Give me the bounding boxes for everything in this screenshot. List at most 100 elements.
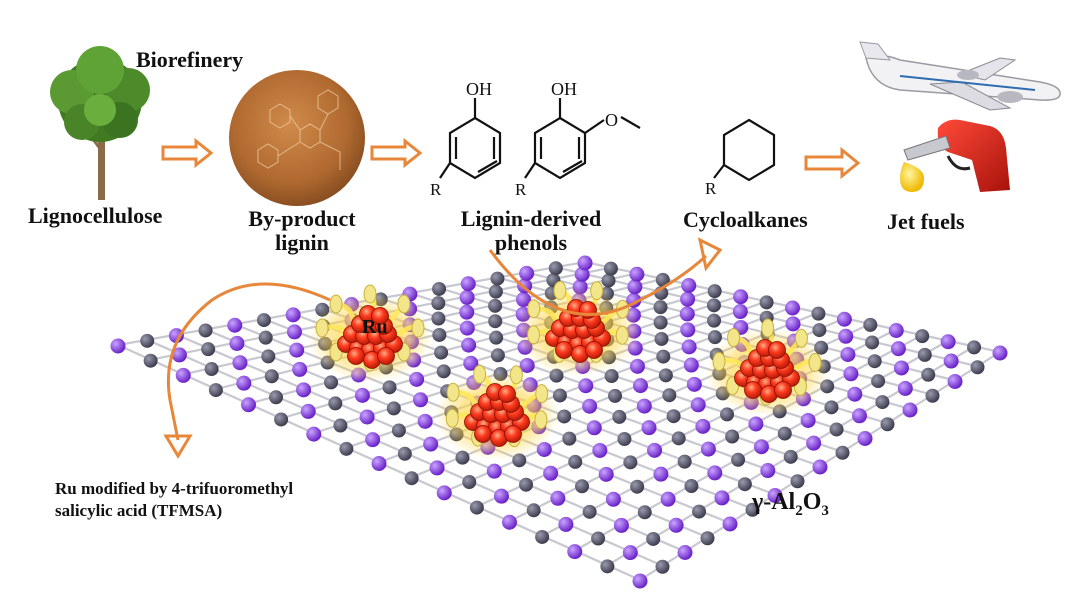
biorefinery-label: Biorefinery xyxy=(136,47,244,72)
ru-atom xyxy=(768,341,786,359)
o-atom xyxy=(397,446,412,461)
al-atom xyxy=(365,432,381,448)
o-atom xyxy=(258,330,273,345)
al-atom xyxy=(700,441,716,457)
o-atom xyxy=(677,454,692,469)
curve-arrowhead-right xyxy=(697,237,723,272)
o-atom xyxy=(646,531,661,546)
o-atom xyxy=(490,271,505,286)
al-atom xyxy=(668,517,684,533)
o-atom xyxy=(655,559,670,574)
o-atom xyxy=(835,445,850,460)
al-atom xyxy=(622,545,638,561)
airplane-icon xyxy=(859,41,1061,111)
o-atom xyxy=(382,380,397,395)
al-atom xyxy=(732,304,748,320)
jet-fuels-label: Jet fuels xyxy=(887,209,965,234)
al-atom xyxy=(653,466,669,482)
ru-modifier-label: Ru modified by 4-trifuoromethyl salicyli… xyxy=(55,478,293,522)
o-atom xyxy=(264,369,279,384)
o-atom xyxy=(720,407,735,422)
al-atom xyxy=(888,323,904,338)
o-atom xyxy=(274,412,289,427)
o-atom xyxy=(925,388,940,403)
support-sub1: 2 xyxy=(795,502,803,519)
al-atom xyxy=(502,514,517,530)
al-atom xyxy=(722,516,738,532)
o-atom xyxy=(143,353,158,368)
o-atom xyxy=(198,323,213,338)
o-atom xyxy=(867,354,882,369)
o-atom xyxy=(208,383,223,398)
support-formula-label: γ-Al2O3 xyxy=(752,489,829,520)
phenol-structure xyxy=(439,98,502,180)
byproduct-line2: lignin xyxy=(275,230,329,255)
o-atom xyxy=(526,503,541,518)
al-atom xyxy=(110,338,126,354)
al-atom xyxy=(627,279,643,295)
o-atom xyxy=(671,431,686,446)
ligand-tip xyxy=(527,299,541,319)
al-atom xyxy=(171,347,187,363)
al-atom xyxy=(893,360,909,376)
o-atom xyxy=(269,390,284,405)
ru-atom xyxy=(744,381,762,399)
o-atom xyxy=(582,504,597,519)
o-atom xyxy=(658,368,673,383)
o-atom xyxy=(662,388,677,403)
o-atom xyxy=(575,479,590,494)
ligand-tip xyxy=(363,284,377,304)
phenol-oh-label: OH xyxy=(466,79,492,99)
arrow-1 xyxy=(161,137,214,169)
al-atom xyxy=(227,317,243,333)
o-atom xyxy=(432,281,447,296)
al-atom xyxy=(543,465,559,481)
phenol-r-label: R xyxy=(430,180,442,199)
modifier-line2: salicylic acid (TFMSA) xyxy=(55,501,223,520)
o-atom xyxy=(591,531,606,546)
ligand-tip xyxy=(535,384,549,404)
al-atom xyxy=(515,292,531,308)
al-atom xyxy=(890,341,906,357)
ligand-tip xyxy=(397,294,411,314)
ligand-tip xyxy=(794,328,808,348)
o-atom xyxy=(654,331,669,346)
ru-atom xyxy=(498,385,516,403)
o-atom xyxy=(261,349,276,364)
o-atom xyxy=(783,449,798,464)
o-atom xyxy=(339,441,354,456)
al-atom xyxy=(681,278,697,293)
arrow-2 xyxy=(370,137,423,169)
al-atom xyxy=(354,387,370,403)
o-atom xyxy=(548,261,563,276)
o-atom xyxy=(653,315,668,330)
al-atom xyxy=(680,291,696,307)
o-atom xyxy=(707,284,722,299)
al-atom xyxy=(459,289,475,305)
al-atom xyxy=(695,418,711,434)
cyclohexane-structure xyxy=(713,118,776,182)
o-atom xyxy=(692,504,707,519)
al-atom xyxy=(733,289,749,305)
o-atom xyxy=(333,418,348,433)
al-atom xyxy=(947,374,963,389)
o-atom xyxy=(967,340,982,355)
al-atom xyxy=(598,466,614,482)
al-atom xyxy=(812,459,828,475)
o-atom xyxy=(777,426,792,441)
byproduct-line1: By-product xyxy=(248,206,356,231)
lignin-derived-phenols-label: Lignin-derived phenols xyxy=(436,207,626,255)
o-atom xyxy=(601,273,616,288)
o-atom xyxy=(707,313,722,328)
al-atom xyxy=(460,276,476,292)
ligand-tip xyxy=(446,382,460,402)
lignocellulose-label: Lignocellulose xyxy=(28,203,163,228)
o-atom xyxy=(790,474,805,489)
al-atom xyxy=(753,439,769,455)
ru-cluster xyxy=(308,284,432,382)
o-atom xyxy=(431,311,446,326)
al-atom xyxy=(677,545,693,560)
phenols-line2: phenols xyxy=(494,230,568,255)
ligand-tip xyxy=(445,408,459,428)
